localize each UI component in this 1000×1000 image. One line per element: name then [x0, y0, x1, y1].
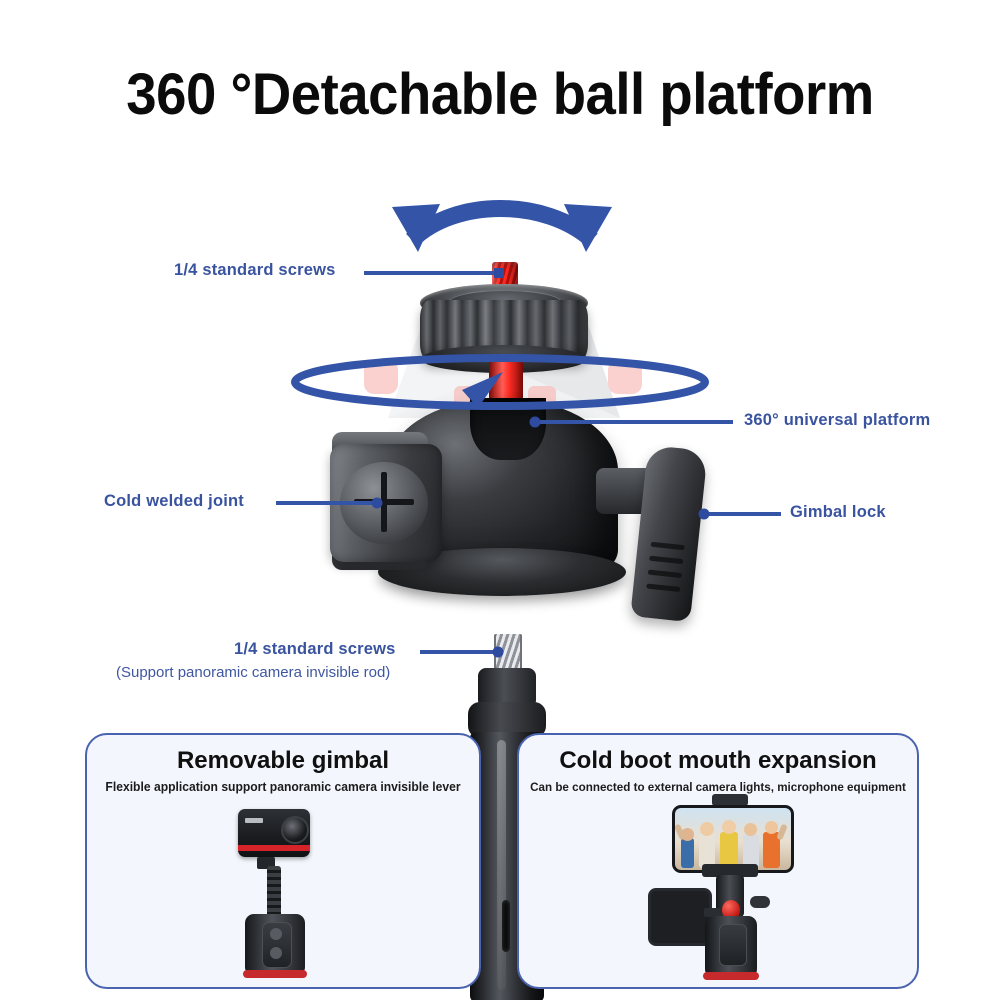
leader-line-screws-bottom	[420, 646, 504, 658]
leader-line-gimbal-lock	[698, 508, 781, 520]
card-title: Cold boot mouth expansion	[559, 747, 877, 774]
lower-quarter-inch-screw-icon	[494, 634, 522, 670]
card-title: Removable gimbal	[176, 747, 390, 774]
tilt-arrow-icon	[392, 200, 612, 252]
callout-universal-platform: 360° universal platform	[744, 411, 931, 429]
column-highlight	[497, 740, 506, 990]
callout-screws-bottom-sublabel: (Support panoramic camera invisible rod)	[116, 663, 391, 681]
smartphone-icon	[672, 805, 794, 873]
feature-card-removable-gimbal[interactable]: Removable gimbal Flexible application su…	[85, 733, 481, 989]
callout-gimbal-lock: Gimbal lock	[790, 503, 886, 521]
led-fill-light-icon	[648, 888, 712, 946]
card-subtitle: Can be connected to external camera ligh…	[530, 780, 906, 794]
page-title: 360 °Detachable ball platform	[126, 62, 874, 127]
callout-screws-top: 1/4 standard screws	[174, 261, 336, 279]
screwdriver-slot-vertical-icon	[381, 472, 387, 532]
ball-socket-opening	[470, 398, 546, 460]
camera-lens-icon	[281, 816, 309, 844]
column-adapter-block	[478, 668, 536, 708]
card-subtitle: Flexible application support panoramic c…	[105, 780, 461, 794]
callout-cold-welded-joint: Cold welded joint	[104, 492, 244, 510]
column-slot	[502, 900, 510, 952]
callout-screws-bottom-label: 1/4 standard screws	[234, 640, 396, 658]
callout-screws-bottom: 1/4 standard screws (Support panoramic c…	[116, 640, 396, 681]
